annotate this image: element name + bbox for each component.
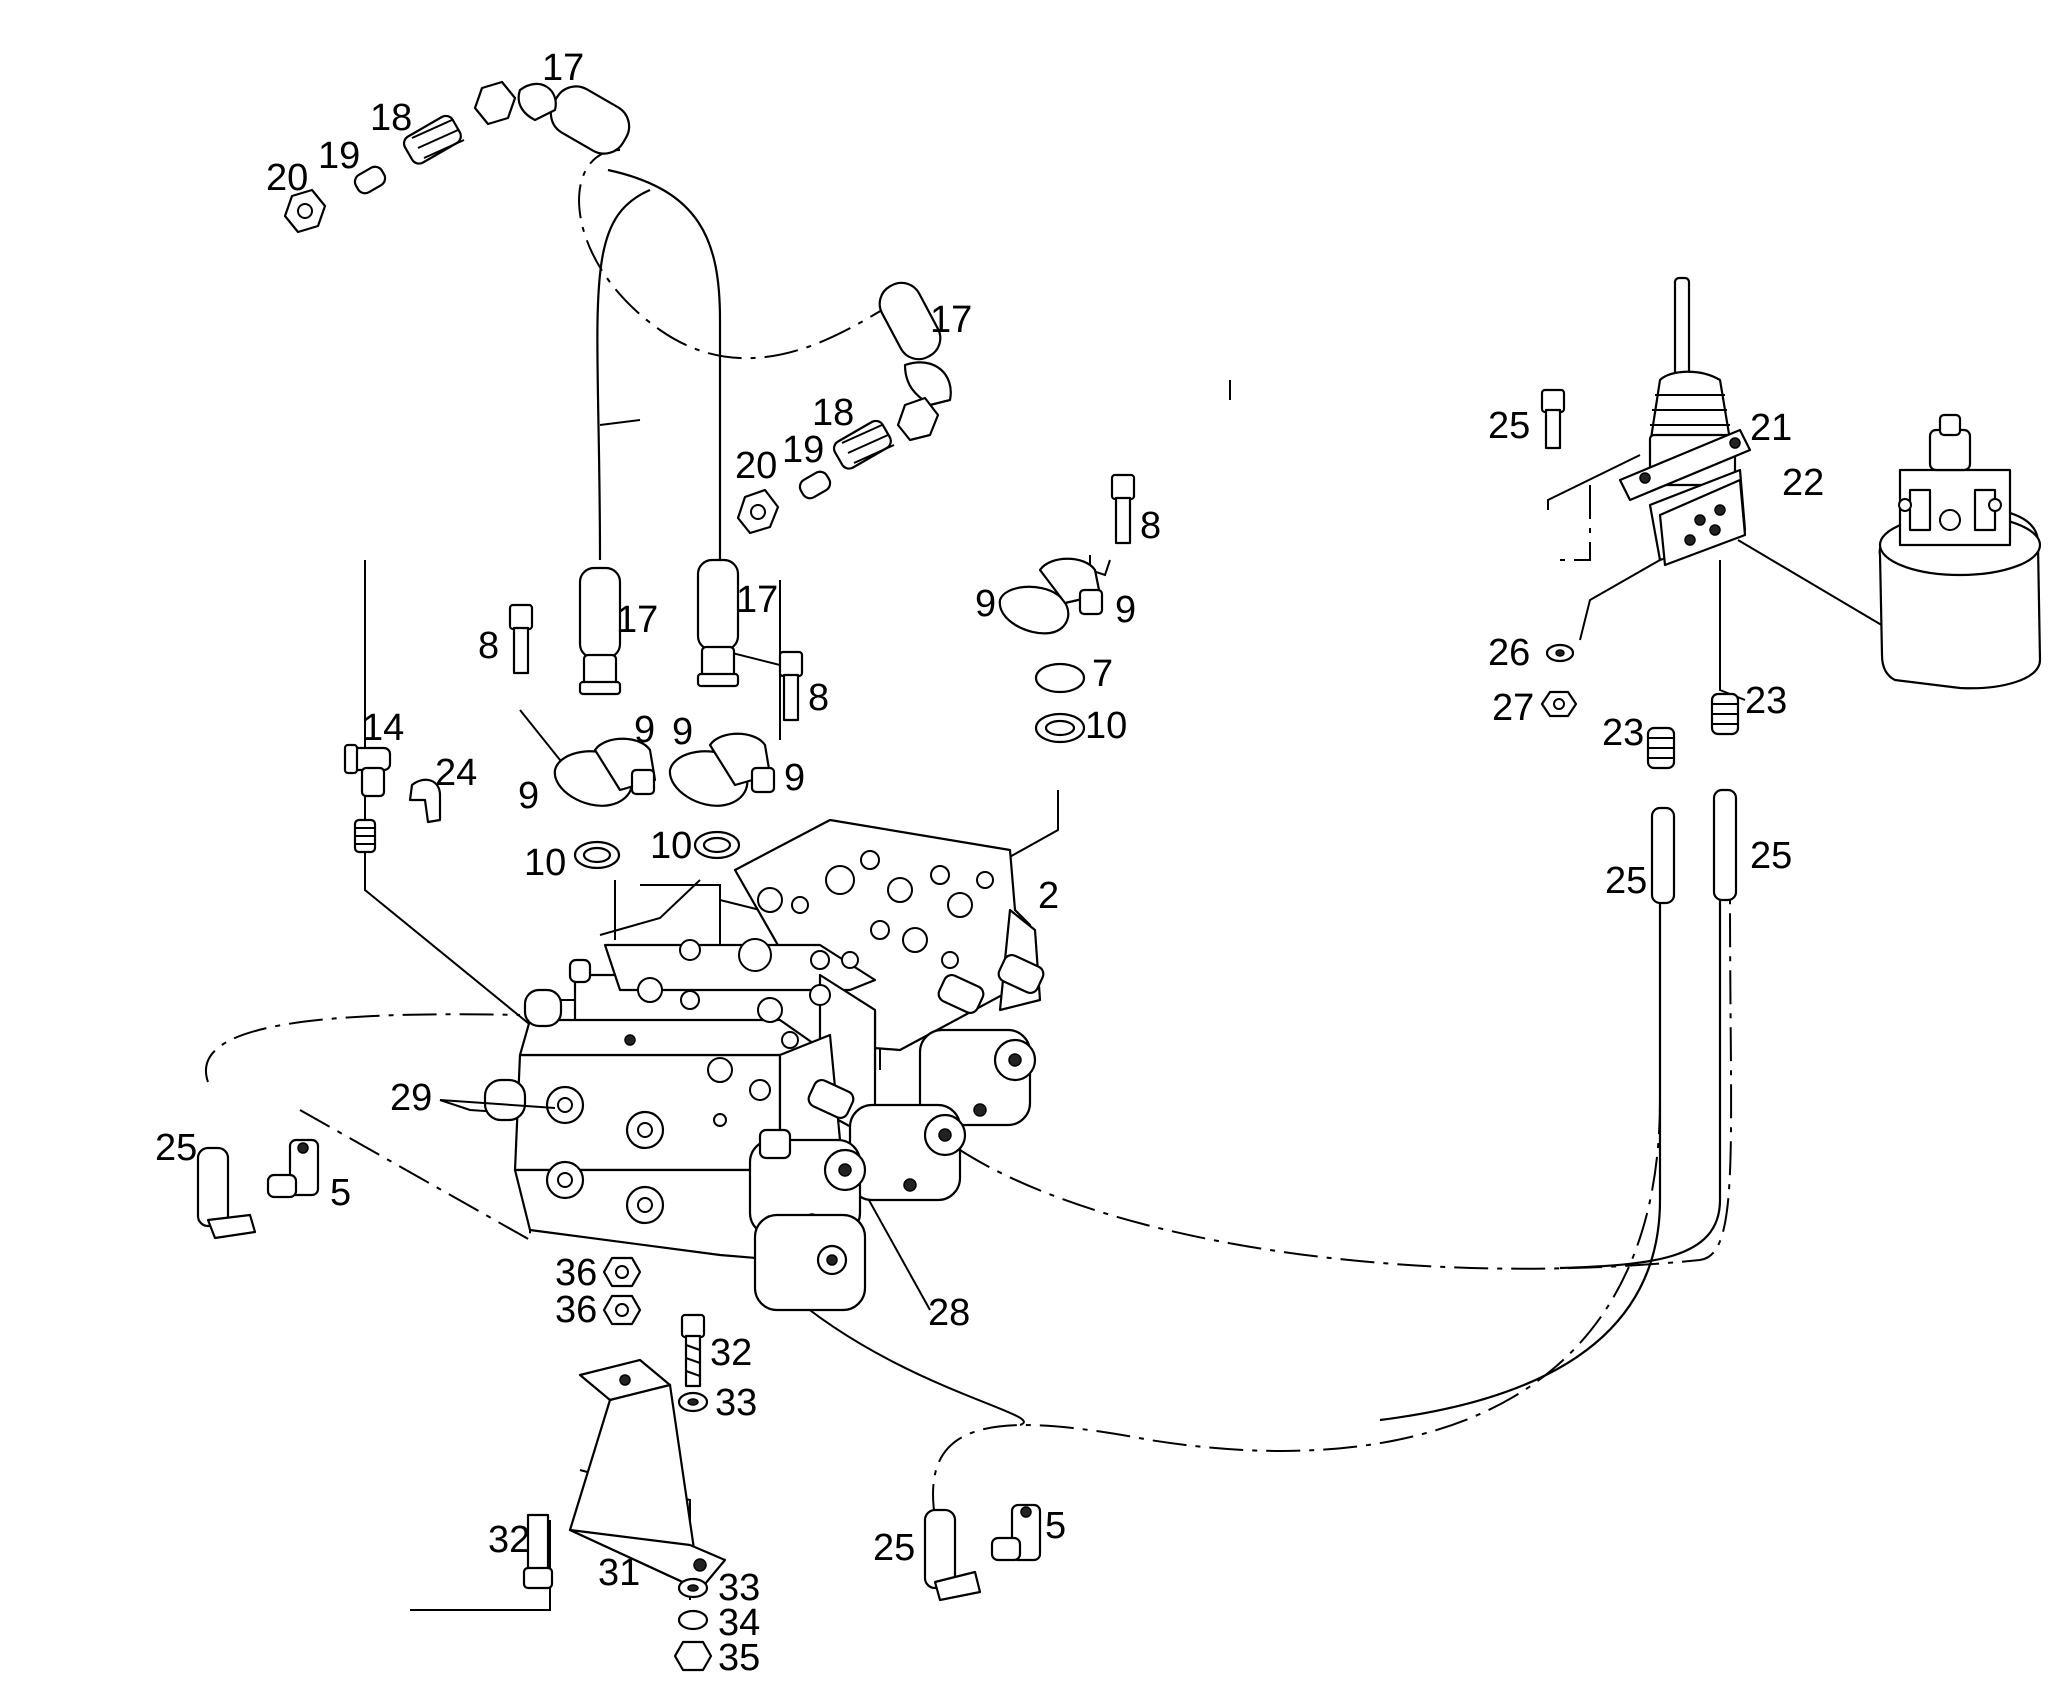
hose-assembly-top-right bbox=[736, 281, 952, 535]
callout-9: 9 bbox=[634, 709, 655, 751]
callout-8: 8 bbox=[478, 625, 499, 667]
hydraulic-pump bbox=[1878, 413, 2042, 690]
callout-9: 9 bbox=[1115, 589, 1136, 631]
callout-18: 18 bbox=[370, 97, 412, 139]
callout-10: 10 bbox=[524, 842, 566, 884]
tee-fitting-14-24 bbox=[343, 743, 442, 854]
callout-21: 21 bbox=[1750, 407, 1792, 449]
elbow-fitting-bottom bbox=[923, 1503, 1042, 1602]
callout-10: 10 bbox=[1085, 705, 1127, 747]
assembly-paths bbox=[205, 149, 1733, 1519]
callout-25: 25 bbox=[873, 1527, 915, 1569]
seals-7-10 bbox=[573, 662, 1086, 870]
flange-clamps-9 bbox=[553, 557, 1104, 807]
callout-7: 7 bbox=[1092, 653, 1113, 695]
callout-9: 9 bbox=[975, 583, 996, 625]
hose-lines bbox=[596, 168, 1722, 1422]
callout-35: 35 bbox=[718, 1637, 760, 1679]
callout-25: 25 bbox=[1605, 860, 1647, 902]
callout-26: 26 bbox=[1488, 632, 1530, 674]
callout-23: 23 bbox=[1602, 712, 1644, 754]
callout-25: 25 bbox=[1750, 835, 1792, 877]
callout-9: 9 bbox=[784, 757, 805, 799]
callout-32: 32 bbox=[488, 1519, 530, 1561]
callout-31: 31 bbox=[598, 1552, 640, 1594]
callout-36: 36 bbox=[555, 1289, 597, 1331]
part-callouts: 17 18 19 20 17 18 19 20 8 9 9 7 10 17 17… bbox=[155, 47, 1824, 1679]
callout-27: 27 bbox=[1492, 687, 1534, 729]
callout-34: 34 bbox=[718, 1602, 760, 1644]
callout-23: 23 bbox=[1745, 680, 1787, 722]
callout-33: 33 bbox=[718, 1567, 760, 1609]
hose-assembly-top-left bbox=[283, 80, 631, 234]
callout-17: 17 bbox=[736, 579, 778, 621]
callout-9: 9 bbox=[672, 711, 693, 753]
nuts-36 bbox=[602, 1256, 642, 1326]
elbow-fitting-left bbox=[196, 1138, 320, 1240]
callout-9: 9 bbox=[518, 775, 539, 817]
callout-20: 20 bbox=[266, 157, 308, 199]
callout-19: 19 bbox=[318, 135, 360, 177]
callout-33: 33 bbox=[715, 1382, 757, 1424]
callout-18: 18 bbox=[812, 392, 854, 434]
callout-2: 2 bbox=[1038, 875, 1059, 917]
joystick-control-21-22 bbox=[1618, 276, 1752, 567]
callout-8: 8 bbox=[808, 677, 829, 719]
callout-17: 17 bbox=[616, 599, 658, 641]
callout-36: 36 bbox=[555, 1252, 597, 1294]
callout-17: 17 bbox=[930, 299, 972, 341]
callout-28: 28 bbox=[928, 1292, 970, 1334]
callout-8: 8 bbox=[1140, 505, 1161, 547]
callout-19: 19 bbox=[782, 429, 824, 471]
callout-20: 20 bbox=[735, 445, 777, 487]
callout-17: 17 bbox=[542, 47, 584, 89]
callout-5: 5 bbox=[1045, 1505, 1066, 1547]
callout-32: 32 bbox=[710, 1332, 752, 1374]
bolts-8 bbox=[508, 473, 1136, 722]
callout-25: 25 bbox=[1488, 405, 1530, 447]
joystick-hardware bbox=[1540, 388, 1740, 905]
vertical-hose-fittings bbox=[578, 558, 740, 696]
callout-5: 5 bbox=[330, 1172, 351, 1214]
fittings-28-29 bbox=[439, 1099, 556, 1109]
callout-22: 22 bbox=[1782, 462, 1824, 504]
callout-25: 25 bbox=[155, 1127, 197, 1169]
main-control-valve-2 bbox=[483, 818, 1045, 1312]
callout-10: 10 bbox=[650, 825, 692, 867]
callout-24: 24 bbox=[435, 752, 477, 794]
mounting-bracket-31 bbox=[522, 1313, 727, 1672]
callout-29: 29 bbox=[390, 1077, 432, 1119]
callout-14: 14 bbox=[362, 707, 404, 749]
